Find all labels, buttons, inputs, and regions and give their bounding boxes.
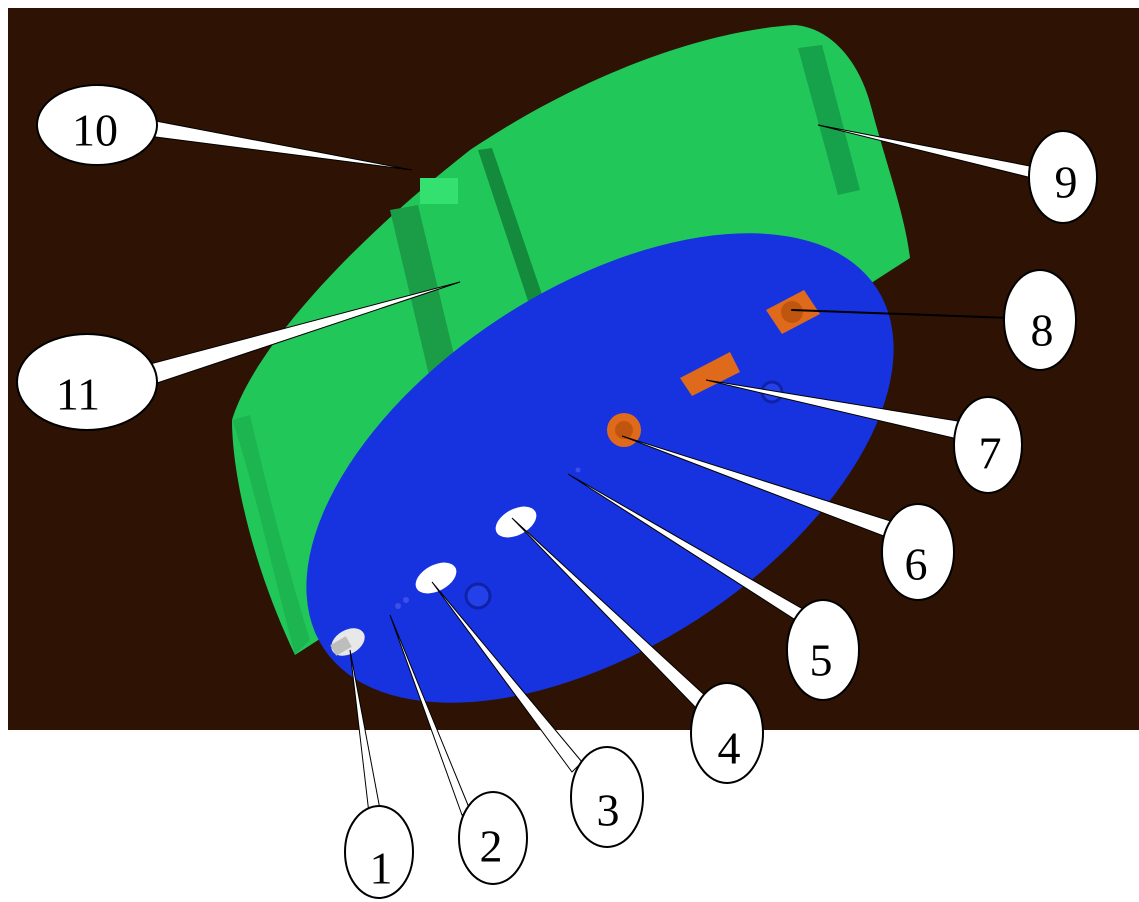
callout-labels: 10 9 11 8 7 6 5 4 3 2 1 [56, 105, 1078, 894]
callouts [16, 84, 1098, 899]
callout-2-label: 2 [480, 821, 503, 872]
feature-2-dot-a [395, 603, 401, 609]
callout-7-label: 7 [979, 428, 1002, 479]
callout-2-bubble [458, 791, 528, 885]
callout-11-label: 11 [56, 369, 100, 420]
callout-11-bubble [16, 333, 158, 431]
callout-5-label: 5 [810, 635, 833, 686]
callout-4-label: 4 [718, 723, 741, 774]
leader-lines [119, 117, 1041, 823]
feature-3-hole [415, 562, 457, 594]
callout-3-bubble [570, 746, 644, 848]
callout-6-label: 6 [905, 539, 928, 590]
wall-slot-11 [390, 205, 460, 388]
feature-2-dot-b [403, 597, 409, 603]
callout-4-bubble [690, 682, 764, 784]
feature-1-insert [330, 636, 352, 656]
side-wall-shade [232, 415, 310, 655]
callout-1-label: 1 [370, 843, 393, 894]
callout-8-label: 8 [1031, 305, 1054, 356]
callout-10-bubble [36, 84, 158, 166]
leader-3 [431, 581, 583, 773]
feature-6-inner [615, 421, 633, 439]
callout-9-bubble [1028, 130, 1098, 224]
feature-8-inner [781, 301, 803, 323]
feature-7-orange [680, 352, 740, 396]
wall-tab [420, 178, 458, 204]
bottom-face [306, 233, 894, 703]
callout-6-bubble [881, 503, 955, 601]
wall-channel [478, 148, 550, 325]
callout-1-bubble [344, 805, 414, 899]
callout-3-label: 3 [597, 785, 620, 836]
leader-8 [791, 309, 1011, 319]
callout-10-label: 10 [72, 105, 118, 156]
callout-5-bubble [786, 599, 860, 701]
feature-3-boss [464, 582, 492, 610]
callout-9-label: 9 [1055, 157, 1078, 208]
callout-8-bubble [1003, 269, 1077, 371]
feature-5-dot [575, 467, 581, 473]
wall-slot-9 [798, 45, 860, 195]
callout-7-bubble [953, 396, 1023, 494]
